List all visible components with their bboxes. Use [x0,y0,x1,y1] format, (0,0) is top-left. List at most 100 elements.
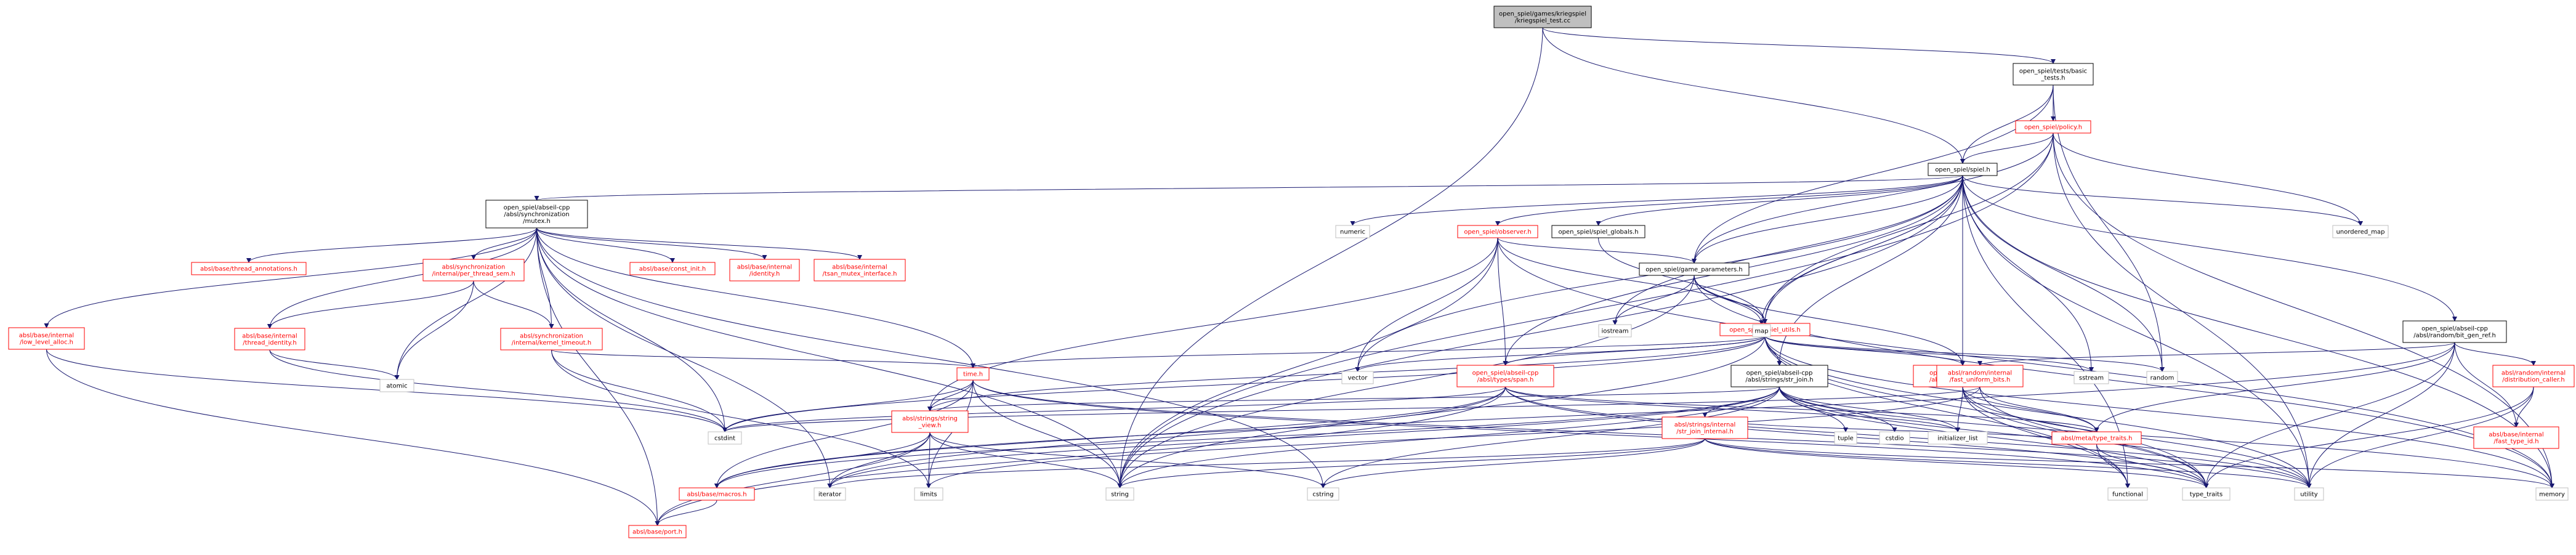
edge-spiel-to-observer [1495,175,1963,226]
node-vector-label-line-0: vector [1348,375,1368,382]
node-cstring: cstring [1307,487,1339,501]
node-fast-type-id-label-line-1: /fast_type_id.h [2493,439,2538,445]
edge-str-join-to-memory [1779,386,2554,488]
node-thread-identity[interactable]: absl/base/internal/thread_identity.h [234,328,305,350]
node-fast-type-id[interactable]: absl/base/internal/fast_type_id.h [2473,426,2559,449]
node-basic-tests[interactable]: open_spiel/tests/basic_tests.h [2013,63,2094,86]
edge-game-parameters-to-optional [1694,275,1965,366]
node-const-init-label-line-0: absl/base/const_init.h [639,266,706,273]
node-low-level-alloc-label-line-0: absl/base/internal [19,333,74,339]
node-const-init[interactable]: absl/base/const_init.h [629,262,716,275]
node-bit-gen-ref-label-line-0: open_spiel/abseil-cpp [2421,326,2488,333]
node-tsan-mutex[interactable]: absl/base/internal/tsan_mutex_interface.… [814,259,906,282]
edge-time-to-macros [714,379,974,488]
node-root[interactable]: open_spiel/games/kriegspiel/kriegspiel_t… [1493,6,1592,28]
node-tsan-mutex-label-line-0: absl/base/internal [832,264,887,271]
node-iterator-label-line-0: iterator [818,492,842,498]
node-unordered-map-box [2332,225,2389,238]
node-utility-box [2294,487,2324,501]
edge-root-to-string [1117,27,1543,488]
node-atomic-label-line-0: atomic [386,383,407,390]
edge-spiel-to-mutex [535,175,1963,201]
node-distribution-caller[interactable]: absl/random/internal/distribution_caller… [2492,365,2575,387]
node-policy-box [2015,120,2091,134]
node-cstdint-box [708,431,742,445]
edge-mutex-to-cstdint [536,227,727,432]
edge-fast-uniform-bits-to-cstdint [722,386,1980,432]
node-sstream-box [2073,371,2109,384]
edge-mutex-to-identity [536,227,767,260]
edge-str-join-internal-to-cstring [1320,438,1705,488]
edge-root-to-basic-tests [1542,27,2056,64]
node-time[interactable]: time.h [956,367,990,381]
edge-spiel-to-sstream [1962,175,2094,372]
node-atomic-box [379,379,414,392]
node-type-traits-meta-label-line-0: absl/meta/type_traits.h [2061,435,2132,442]
edge-policy-to-game-parameters [1692,132,2054,264]
node-policy[interactable]: open_spiel/policy.h [2015,120,2091,134]
node-basic-tests-label-line-0: open_spiel/tests/basic [2019,68,2087,75]
edge-spiel-to-utility [1962,175,2312,488]
node-string-view[interactable]: absl/strings/string_view.h [891,410,969,433]
node-kernel-timeout-label-line-0: absl/synchronization [520,333,583,340]
edge-str-join-to-cstring [1320,386,1780,488]
edge-spiel-utils-to-string [1117,335,1766,488]
node-bit-gen-ref[interactable]: open_spiel/abseil-cpp/absl/random/bit_ge… [2402,320,2507,343]
node-numeric-label-line-0: numeric [1340,229,1365,236]
node-spiel-globals-box [1551,225,1645,238]
edge-spiel-utils-to-type-traits [1764,335,2209,488]
node-low-level-alloc-label-line-1: /low_level_alloc.h [20,339,73,346]
node-tsan-mutex-box [814,259,906,282]
node-game-parameters[interactable]: open_spiel/game_parameters.h [1639,262,1750,276]
node-span[interactable]: open_spiel/abseil-cpp/absl/types/span.h [1456,365,1554,387]
edge-spiel-globals-to-spiel-utils [1598,237,1767,324]
node-cstdint: cstdint [708,431,742,445]
edge-optional-to-functional [1962,386,2130,488]
node-observer[interactable]: open_spiel/observer.h [1457,225,1538,238]
node-spiel[interactable]: open_spiel/spiel.h [1928,163,1998,176]
node-fast-uniform-bits[interactable]: absl/random/internal/fast_uniform_bits.h [1936,365,2024,387]
node-per-thread-sem[interactable]: absl/synchronization/internal/per_thread… [422,259,525,282]
node-fast-type-id-label-line-0: absl/base/internal [2489,432,2543,439]
node-bit-gen-ref-label-line-1: /absl/random/bit_gen_ref.h [2413,333,2496,339]
edge-spiel-utils-to-memory [1764,335,2554,488]
edge-policy-to-memory [2053,132,2554,488]
edge-thread-identity-to-atomic [269,349,400,380]
node-cstdio-label-line-0: cstdio [1886,435,1904,442]
node-game-parameters-label-line-0: open_spiel/game_parameters.h [1645,267,1742,273]
edge-macros-to-port [655,500,717,526]
node-port[interactable]: absl/base/port.h [628,525,687,538]
edge-spiel-utils-to-time [971,335,1766,368]
node-initializer-list-box [1928,431,1988,445]
node-limits: limits [914,487,943,501]
node-thread-identity-box [234,328,305,350]
node-str-join[interactable]: open_spiel/abseil-cpp/absl/strings/str_j… [1730,365,1828,387]
edge-str-join-to-initializer-list [1779,386,1960,432]
node-root-label-line-0: open_spiel/games/kriegspiel [1499,11,1586,18]
node-identity[interactable]: absl/base/internal/identity.h [729,259,800,282]
node-macros[interactable]: absl/base/macros.h [679,487,755,501]
node-low-level-alloc[interactable]: absl/base/internal/low_level_alloc.h [8,327,85,350]
edge-bit-gen-ref-to-type-traits-meta [2094,342,2455,432]
edge-distribution-caller-to-fast-type-id [2514,386,2534,427]
edge-observer-to-string [1117,237,1498,488]
node-fast-uniform-bits-label-line-1: /fast_uniform_bits.h [1950,377,2011,384]
edge-string-view-to-limits [926,432,932,488]
node-span-box [1456,365,1554,387]
node-mutex[interactable]: open_spiel/abseil-cpp/absl/synchronizati… [485,200,588,229]
node-kernel-timeout[interactable]: absl/synchronization/internal/kernel_tim… [500,328,603,350]
node-utility-label-line-0: utility [2300,492,2318,498]
node-str-join-internal[interactable]: absl/strings/internal/str_join_internal.… [1661,416,1748,439]
node-iterator: iterator [814,487,846,501]
edge-str-join-internal-to-string [1117,438,1705,488]
edge-bit-gen-ref-to-type-traits [2203,342,2455,488]
node-distribution-caller-label-line-0: absl/random/internal [2501,370,2566,377]
node-thread-annotations[interactable]: absl/base/thread_annotations.h [191,262,307,275]
edge-fast-uniform-bits-to-type-traits-meta [1979,386,2099,432]
node-basic-tests-label-line-1: _tests.h [2041,75,2065,82]
edge-thread-identity-to-cstdint [269,349,727,432]
node-policy-label-line-0: open_spiel/policy.h [2024,124,2082,131]
node-spiel-globals[interactable]: open_spiel/spiel_globals.h [1551,225,1645,238]
node-type-traits-meta[interactable]: absl/meta/type_traits.h [2051,431,2142,445]
